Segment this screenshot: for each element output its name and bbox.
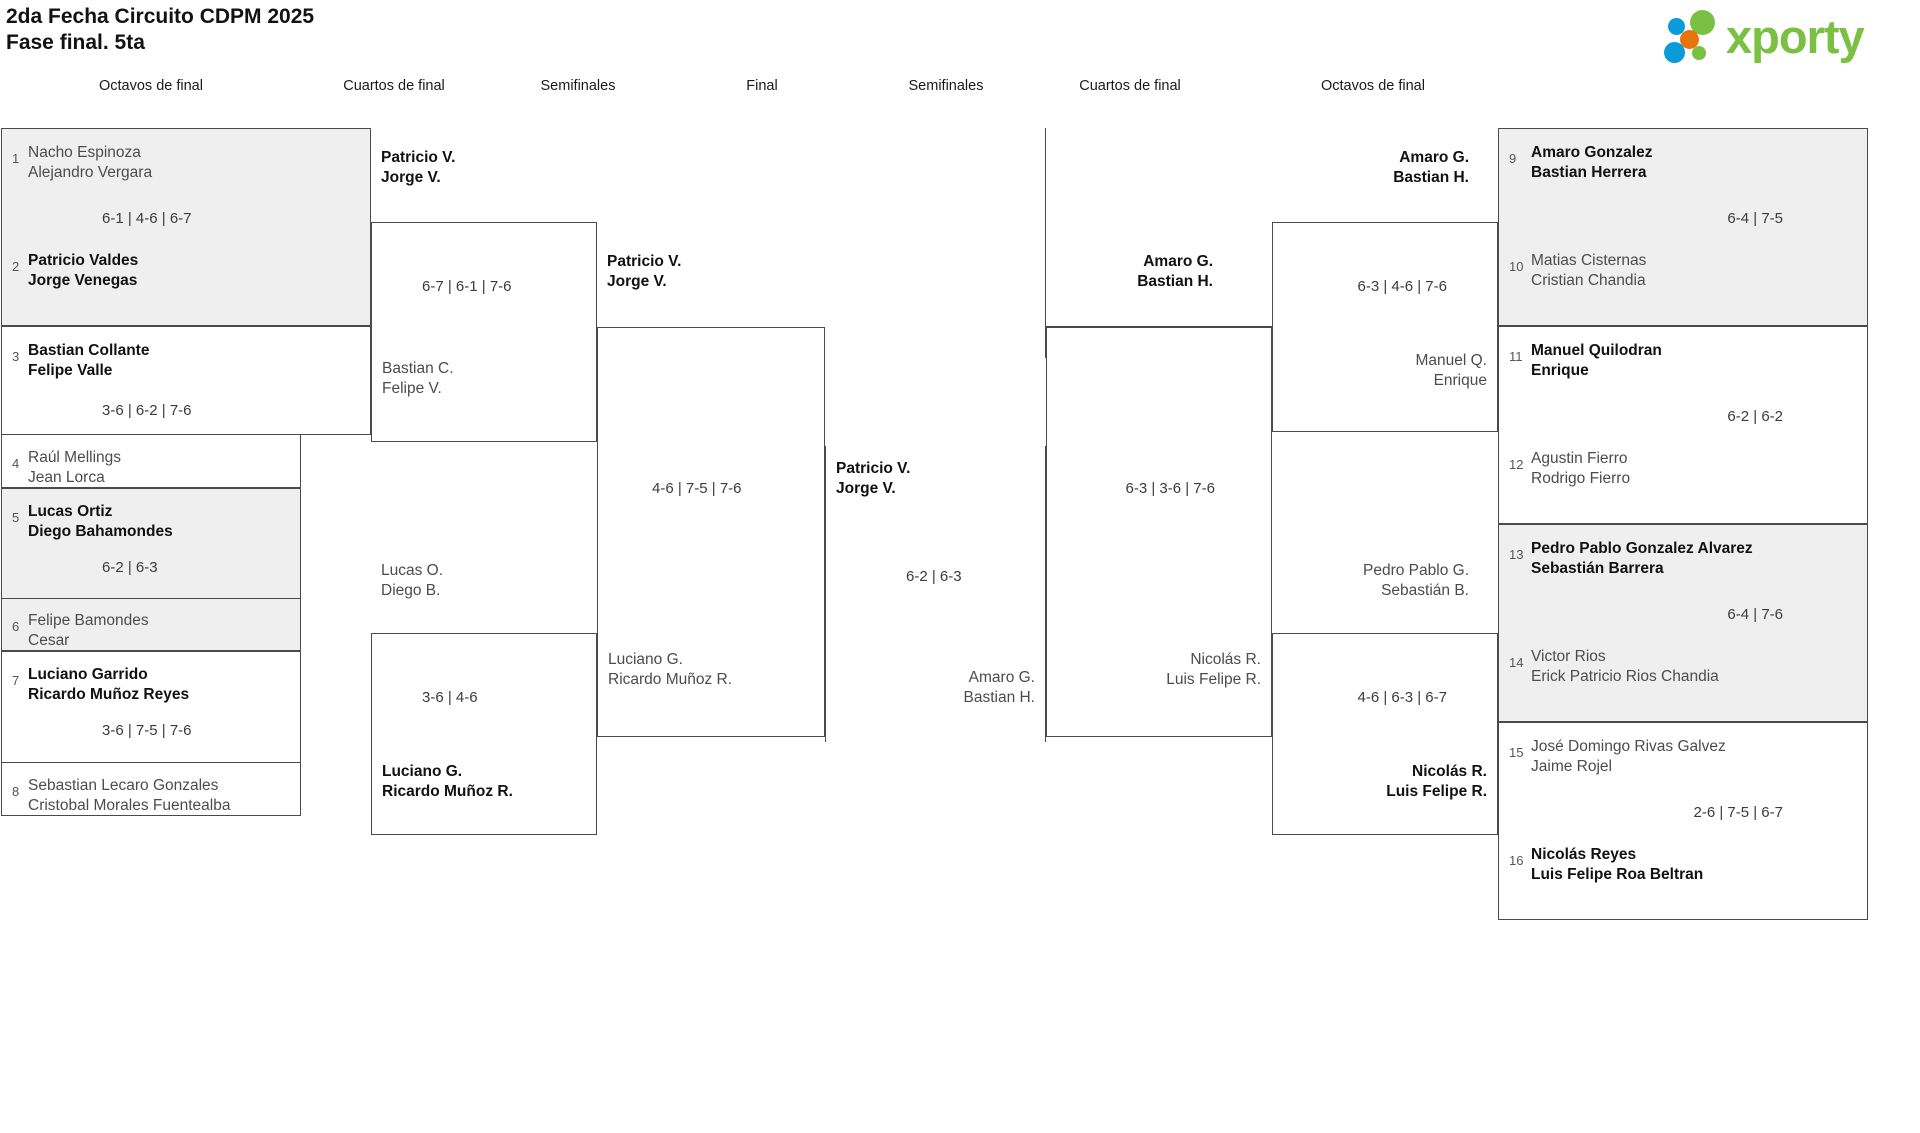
match-box-left-qf-2[interactable]: 3-6 | 4-6 Luciano G. Ricardo Muñoz R. [371, 633, 597, 835]
xporty-logo: xporty [1662, 6, 1910, 68]
team-bottom: Felipe Bamondes Cesar [28, 612, 149, 649]
match-score: 2-6 | 7-5 | 6-7 [1693, 804, 1783, 821]
seed-number: 16 [1509, 853, 1524, 868]
team-top: Manuel Quilodran Enrique [1531, 342, 1662, 379]
seed-number: 9 [1509, 151, 1517, 166]
match-score: 3-6 | 7-5 | 7-6 [102, 722, 192, 739]
match-box-left-r16-2[interactable]: 3 Bastian Collante Felipe Valle 3-6 | 6-… [1, 326, 371, 435]
connector-right-qf1-bottom [1046, 326, 1272, 327]
title-line-1: 2da Fecha Circuito CDPM 2025 [6, 5, 315, 28]
match-score: 4-6 | 6-3 | 6-7 [1357, 689, 1447, 706]
seed-number: 10 [1509, 259, 1524, 274]
seed-number: 13 [1509, 547, 1524, 562]
seed-number: 12 [1509, 457, 1524, 472]
match-score: 6-4 | 7-6 [1727, 606, 1783, 623]
connector-right-sf-top [1045, 128, 1046, 358]
match-score: 6-2 | 6-3 [102, 559, 158, 576]
page-title: 2da Fecha Circuito CDPM 2025 Fase final.… [6, 4, 314, 56]
right-qf-1-team-top: Amaro G. Bastian H. [1393, 149, 1469, 186]
match-score: 6-7 | 6-1 | 7-6 [422, 278, 512, 295]
match-box-right-r16-4[interactable]: 15 José Domingo Rivas Galvez Jaime Rojel… [1498, 722, 1868, 920]
final-team-right: Amaro G. Bastian H. [963, 669, 1035, 706]
match-score: 6-3 | 4-6 | 7-6 [1357, 278, 1447, 295]
team-top: Bastian Collante Felipe Valle [28, 342, 150, 379]
right-qf-2-team-top: Pedro Pablo G. Sebastián B. [1363, 562, 1469, 599]
round-label-left-qf: Cuartos de final [343, 78, 445, 94]
team-top: José Domingo Rivas Galvez Jaime Rojel [1531, 738, 1726, 775]
round-label-right-sf: Semifinales [908, 78, 984, 94]
match-box-final[interactable]: Patricio V. Jorge V. 6-2 | 6-3 Amaro G. … [825, 446, 1046, 742]
match-box-left-r16-4-lower[interactable]: 8 Sebastian Lecaro Gonzales Cristobal Mo… [1, 763, 301, 816]
team-bottom: Luciano G. Ricardo Muñoz R. [608, 651, 733, 688]
match-score: 3-6 | 6-2 | 7-6 [102, 402, 192, 419]
team-bottom: Manuel Q. Enrique [1415, 352, 1487, 389]
seed-number: 6 [12, 619, 20, 634]
seed-number: 8 [12, 784, 20, 799]
seed-number: 11 [1509, 349, 1523, 364]
team-bottom: Nicolás R. Luis Felipe R. [1166, 651, 1261, 688]
match-box-right-sf-1[interactable]: 6-3 | 3-6 | 7-6 Nicolás R. Luis Felipe R… [1046, 327, 1272, 737]
match-box-right-r16-3[interactable]: 13 Pedro Pablo Gonzalez Alvarez Sebastiá… [1498, 524, 1868, 722]
connector-right-sf-bottom [1045, 588, 1046, 738]
match-box-right-qf-1[interactable]: 6-3 | 4-6 | 7-6 Manuel Q. Enrique [1272, 222, 1498, 432]
page-header: 2da Fecha Circuito CDPM 2025 Fase final.… [0, 0, 1920, 84]
round-label-final: Final [746, 78, 778, 94]
team-bottom: Nicolás R. Luis Felipe R. [1386, 763, 1487, 800]
seed-number: 7 [12, 673, 20, 688]
match-box-left-qf-1[interactable]: 6-7 | 6-1 | 7-6 Bastian C. Felipe V. [371, 222, 597, 442]
team-top: Lucas Ortiz Diego Bahamondes [28, 503, 173, 540]
match-box-left-r16-3[interactable]: 5 Lucas Ortiz Diego Bahamondes 6-2 | 6-3 [1, 488, 301, 599]
team-bottom: Agustin Fierro Rodrigo Fierro [1531, 450, 1631, 487]
match-box-right-qf-2[interactable]: 4-6 | 6-3 | 6-7 Nicolás R. Luis Felipe R… [1272, 633, 1498, 835]
team-top: Amaro Gonzalez Bastian Herrera [1531, 144, 1653, 181]
xporty-wordmark: xporty [1726, 10, 1865, 63]
team-bottom: Sebastian Lecaro Gonzales Cristobal Mora… [28, 777, 231, 814]
match-score: 6-4 | 7-5 [1727, 210, 1783, 227]
seed-number: 2 [12, 259, 20, 274]
seed-number: 15 [1509, 745, 1524, 760]
round-label-left-sf: Semifinales [540, 78, 616, 94]
match-box-left-r16-3-lower[interactable]: 6 Felipe Bamondes Cesar [1, 599, 301, 651]
team-bottom: Patricio Valdes Jorge Venegas [28, 252, 139, 289]
match-box-left-r16-2-lower[interactable]: 4 Raúl Mellings Jean Lorca [1, 435, 301, 488]
team-bottom: Raúl Mellings Jean Lorca [28, 449, 122, 486]
right-sf-team-top: Amaro G. Bastian H. [1137, 253, 1213, 290]
match-score: 6-3 | 3-6 | 7-6 [1125, 480, 1215, 497]
match-box-left-r16-1[interactable]: 1 Nacho Espinoza Alejandro Vergara 6-1 |… [1, 128, 371, 326]
match-score: 6-2 | 6-3 [906, 568, 962, 585]
match-box-left-sf-1[interactable]: 4-6 | 7-5 | 7-6 Luciano G. Ricardo Muñoz… [597, 327, 825, 737]
match-score: 6-2 | 6-2 [1727, 408, 1783, 425]
team-bottom: Matias Cisternas Cristian Chandia [1531, 252, 1647, 289]
round-label-left-r16: Octavos de final [99, 78, 203, 94]
round-label-right-r16: Octavos de final [1321, 78, 1425, 94]
match-score: 3-6 | 4-6 [422, 689, 478, 706]
match-box-right-r16-2[interactable]: 11 Manuel Quilodran Enrique 6-2 | 6-2 12… [1498, 326, 1868, 524]
match-score: 6-1 | 4-6 | 6-7 [102, 210, 192, 227]
seed-number: 1 [12, 151, 20, 166]
team-bottom: Bastian C. Felipe V. [382, 360, 454, 397]
match-score: 4-6 | 7-5 | 7-6 [652, 480, 742, 497]
match-box-left-r16-4[interactable]: 7 Luciano Garrido Ricardo Muñoz Reyes 3-… [1, 651, 301, 763]
match-box-right-r16-1[interactable]: 9 Amaro Gonzalez Bastian Herrera 6-4 | 7… [1498, 128, 1868, 326]
team-bottom: Luciano G. Ricardo Muñoz R. [382, 763, 513, 800]
left-qf-2-team-top: Lucas O. Diego B. [381, 562, 444, 599]
final-team-left: Patricio V. Jorge V. [836, 460, 911, 497]
team-bottom: Victor Rios Erick Patricio Rios Chandia [1531, 648, 1719, 685]
seed-number: 3 [12, 349, 20, 364]
team-bottom: Nicolás Reyes Luis Felipe Roa Beltran [1531, 846, 1704, 883]
team-top: Luciano Garrido Ricardo Muñoz Reyes [28, 666, 190, 703]
left-qf-1-team-top: Patricio V. Jorge V. [381, 149, 456, 186]
left-sf-team-top: Patricio V. Jorge V. [607, 253, 682, 290]
team-top: Nacho Espinoza Alejandro Vergara [28, 144, 153, 181]
seed-number: 14 [1509, 655, 1524, 670]
round-label-right-qf: Cuartos de final [1079, 78, 1181, 94]
seed-number: 4 [12, 456, 20, 471]
team-top: Pedro Pablo Gonzalez Alvarez Sebastián B… [1531, 540, 1753, 577]
title-line-2: Fase final. 5ta [6, 31, 145, 54]
xporty-logo-dots-icon [1662, 10, 1728, 64]
seed-number: 5 [12, 510, 20, 525]
